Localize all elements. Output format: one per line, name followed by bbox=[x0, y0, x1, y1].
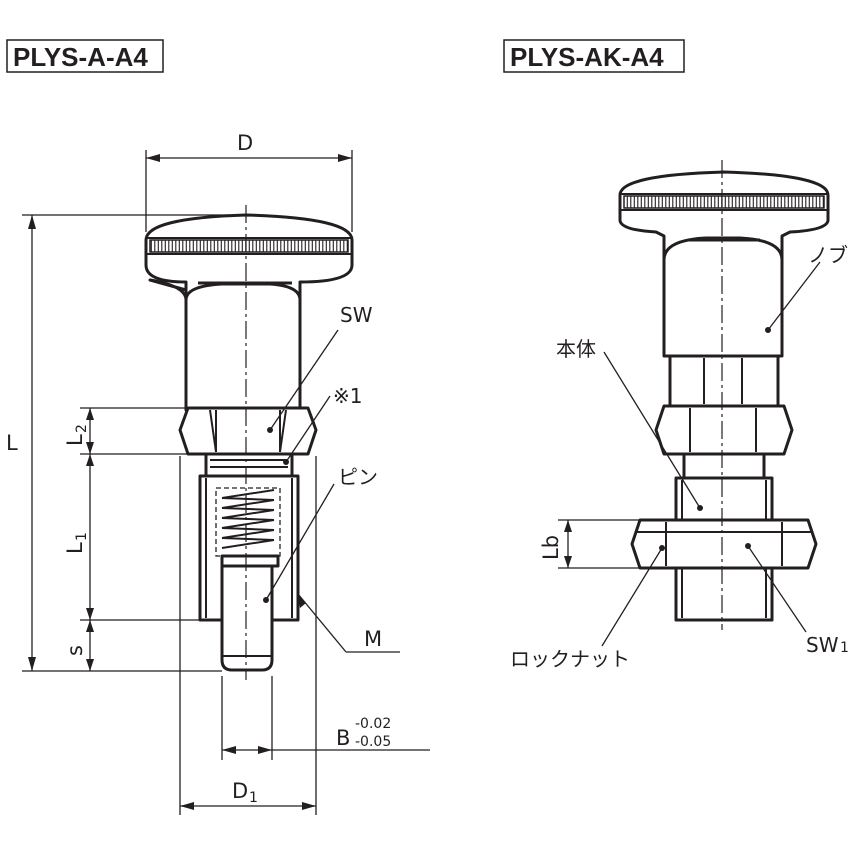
svg-text:-0.02: -0.02 bbox=[355, 716, 391, 732]
svg-text:ロックナット: ロックナット bbox=[510, 647, 630, 671]
svg-text:※1: ※1 bbox=[333, 384, 362, 408]
svg-text:L: L bbox=[63, 542, 87, 554]
left-title: PLYS-A-A4 bbox=[13, 42, 148, 72]
dimension-L: L bbox=[6, 214, 230, 672]
svg-text:本体: 本体 bbox=[556, 337, 596, 361]
leader-M: M bbox=[297, 593, 400, 653]
right-drawing: Lb ノブ 本体 ロックナット SW 1 bbox=[510, 160, 849, 671]
leader-note1: ※1 bbox=[283, 384, 362, 465]
svg-text:D: D bbox=[237, 131, 253, 155]
knob-shank-right bbox=[662, 226, 784, 358]
svg-text:Lb: Lb bbox=[539, 535, 563, 560]
body-hex-nut bbox=[654, 404, 794, 456]
dimension-L2: L bbox=[63, 407, 300, 455]
svg-text:ノブ: ノブ bbox=[808, 243, 848, 267]
leader-lock-nut: ロックナット bbox=[510, 545, 665, 671]
left-drawing: D L L 2 L bbox=[6, 131, 430, 815]
svg-text:-0.05: -0.05 bbox=[355, 734, 391, 750]
leader-pin: ピン bbox=[263, 465, 378, 603]
svg-text:1: 1 bbox=[840, 640, 849, 656]
dimension-B: B -0.02 -0.05 bbox=[221, 676, 430, 760]
svg-text:s: s bbox=[63, 645, 87, 656]
leader-knob: ノブ bbox=[765, 243, 848, 333]
leader-sw1: SW 1 bbox=[745, 543, 849, 657]
svg-text:M: M bbox=[364, 627, 382, 651]
svg-text:1: 1 bbox=[74, 532, 90, 541]
pin bbox=[220, 564, 274, 672]
knob-shank bbox=[184, 268, 302, 412]
right-title-box: PLYS-AK-A4 bbox=[503, 39, 685, 73]
svg-text:ピン: ピン bbox=[338, 465, 378, 489]
svg-text:L: L bbox=[63, 434, 87, 446]
svg-text:D: D bbox=[232, 779, 248, 803]
leader-body: 本体 bbox=[556, 337, 703, 511]
dimension-s: s bbox=[63, 620, 94, 671]
svg-text:L: L bbox=[6, 431, 18, 455]
left-title-box: PLYS-A-A4 bbox=[6, 39, 164, 73]
svg-text:B: B bbox=[336, 726, 350, 750]
lock-nut bbox=[630, 518, 818, 570]
leader-sw: SW bbox=[267, 303, 373, 433]
right-title: PLYS-AK-A4 bbox=[510, 42, 664, 72]
svg-text:SW: SW bbox=[806, 633, 839, 657]
dimension-Lb: Lb bbox=[539, 519, 640, 569]
dimension-D: D bbox=[145, 131, 353, 232]
svg-text:1: 1 bbox=[249, 790, 258, 806]
svg-text:2: 2 bbox=[74, 424, 90, 433]
svg-text:SW: SW bbox=[340, 303, 373, 327]
spring bbox=[221, 489, 275, 549]
dimension-L1 bbox=[80, 454, 212, 621]
